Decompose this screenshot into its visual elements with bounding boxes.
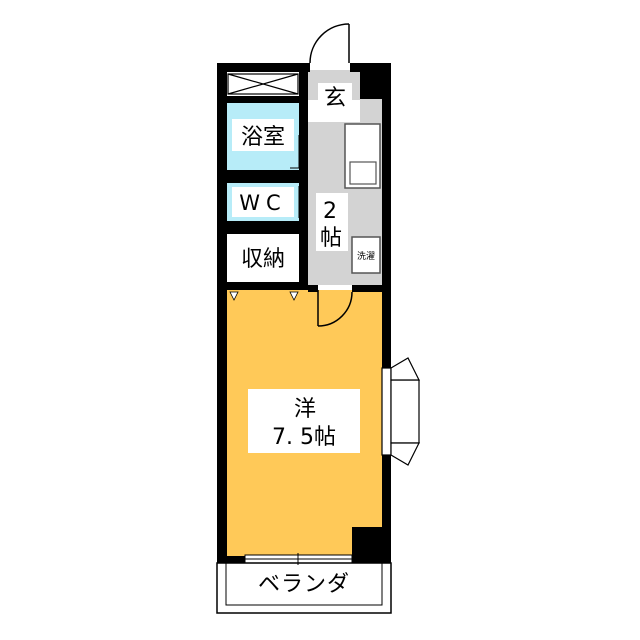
wall-top-left — [217, 63, 310, 72]
partition-closet-bath — [227, 96, 299, 103]
hinge-mark-1 — [229, 291, 239, 301]
western-label-bg — [248, 389, 360, 453]
western-room-name: 洋 — [294, 397, 316, 422]
storage-label: 収納 — [241, 247, 285, 272]
kitchen-label-bg — [316, 193, 348, 251]
partition-kitchen-western-right — [352, 285, 382, 292]
partition-storage-western — [227, 282, 308, 290]
western-room-size: 7. 5帖 — [272, 425, 336, 450]
pillar-top-right — [360, 63, 391, 99]
wall-bottom-right — [352, 527, 391, 563]
washer-space — [351, 236, 381, 274]
balcony-outline — [216, 562, 392, 614]
wall-right-upper — [382, 63, 391, 368]
wc-label-bg — [232, 187, 294, 217]
bath-label: 浴室 — [241, 125, 285, 150]
entrance-label: 玄 — [324, 86, 346, 111]
kitchen-sink-counter — [344, 123, 381, 189]
partition-bath-kitchen — [299, 72, 308, 290]
closet-x-icon — [227, 73, 299, 95]
storage-label-bg — [232, 242, 294, 274]
right-window-icon — [381, 357, 420, 466]
laundry-label: 洗濯 — [357, 250, 375, 262]
kitchen-sink — [349, 161, 377, 185]
western-door-icon — [317, 290, 353, 327]
balcony-label: ベランダ — [258, 572, 350, 597]
bath-label-bg — [232, 119, 294, 151]
entrance-label-bg — [318, 83, 352, 111]
wall-bottom-left — [217, 556, 245, 563]
partition-wc-storage — [227, 221, 299, 234]
wall-left — [217, 63, 227, 563]
partition-kitchen-western-left — [308, 285, 318, 292]
bath-door-icon — [290, 135, 300, 169]
hinge-mark-2 — [289, 291, 299, 301]
wc-label: WC — [239, 191, 286, 215]
entrance-door-icon — [309, 23, 350, 64]
partition-bath-wc — [227, 170, 299, 183]
wall-right-lower — [382, 455, 391, 563]
kitchen-number: 2 — [323, 199, 337, 224]
kitchen-unit: 帖 — [320, 226, 342, 251]
